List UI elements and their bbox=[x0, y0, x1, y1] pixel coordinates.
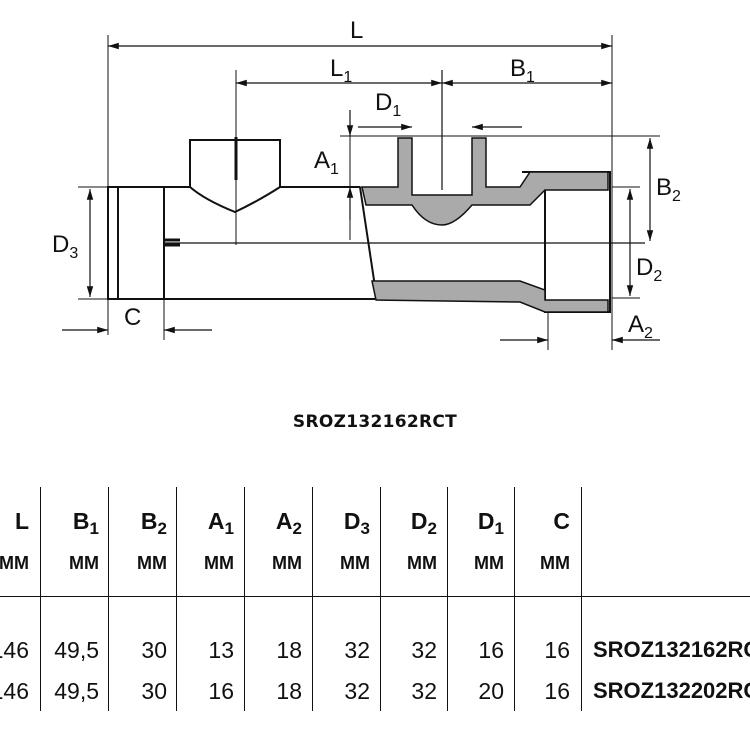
column-divider bbox=[108, 487, 109, 711]
table-cell: 146 bbox=[0, 678, 29, 704]
column-header: A1 bbox=[207, 508, 234, 538]
table-cell: 32 bbox=[344, 678, 370, 704]
product-code: SROZ132162RCT bbox=[593, 637, 750, 662]
column-divider bbox=[581, 487, 582, 711]
table-cell: 30 bbox=[141, 637, 167, 663]
svg-text:D1: D1 bbox=[375, 89, 401, 120]
table-cell: 18 bbox=[276, 637, 302, 663]
column-unit: MM bbox=[340, 553, 370, 573]
product-code: SROZ132202RCT bbox=[593, 678, 750, 703]
column-unit: MM bbox=[204, 553, 234, 573]
label-A1: A bbox=[314, 147, 330, 174]
column-divider bbox=[380, 487, 381, 711]
svg-text:D2: D2 bbox=[636, 254, 662, 285]
svg-text:L1: L1 bbox=[330, 55, 352, 86]
column-header: C bbox=[553, 508, 570, 534]
column-unit: MM bbox=[272, 553, 302, 573]
column-header: D3 bbox=[343, 508, 370, 538]
drawing-caption: SROZ132162RCT bbox=[292, 412, 458, 432]
label-L1: L bbox=[330, 55, 343, 82]
table-cell: 146 bbox=[0, 637, 29, 663]
column-header: B2 bbox=[140, 508, 167, 538]
label-D2: D bbox=[636, 254, 653, 281]
column-divider bbox=[244, 487, 245, 711]
column-divider bbox=[176, 487, 177, 711]
svg-text:B2: B2 bbox=[656, 174, 681, 205]
column-header: D1 bbox=[477, 508, 504, 538]
table-cell: 30 bbox=[141, 678, 167, 704]
table-cell: 32 bbox=[411, 637, 437, 663]
label-D3: D bbox=[52, 231, 69, 258]
column-divider bbox=[447, 487, 448, 711]
svg-text:A1: A1 bbox=[314, 147, 339, 178]
table-cell: 49,5 bbox=[54, 678, 99, 704]
column-divider bbox=[312, 487, 313, 711]
column-header: B1 bbox=[72, 508, 99, 538]
table-cell: 32 bbox=[411, 678, 437, 704]
extension-lines bbox=[78, 35, 660, 350]
svg-text:D3: D3 bbox=[52, 231, 78, 262]
table-cell: 16 bbox=[544, 678, 570, 704]
table-cell: 18 bbox=[276, 678, 302, 704]
label-D1: D bbox=[375, 89, 392, 116]
dimension-lines bbox=[62, 42, 660, 344]
column-divider bbox=[514, 487, 515, 711]
column-header: L bbox=[14, 508, 29, 534]
column-unit: MM bbox=[137, 553, 167, 573]
label-L: L bbox=[350, 17, 363, 44]
technical-drawing: L L1 B1 D1 A1 B2 D3 D2 C A2 bbox=[52, 17, 681, 350]
column-unit: MM bbox=[540, 553, 570, 573]
column-unit: MM bbox=[0, 553, 29, 573]
column-unit: MM bbox=[69, 553, 99, 573]
dimension-labels: L L1 B1 D1 A1 B2 D3 D2 C A2 bbox=[52, 17, 681, 342]
label-C: C bbox=[124, 304, 141, 331]
column-unit: MM bbox=[407, 553, 437, 573]
label-B2: B bbox=[656, 174, 672, 201]
column-unit: MM bbox=[474, 553, 504, 573]
column-divider bbox=[40, 487, 41, 711]
svg-text:A2: A2 bbox=[628, 311, 653, 342]
header-divider bbox=[0, 596, 750, 597]
label-A2: A bbox=[628, 311, 644, 338]
table-cell: 13 bbox=[208, 637, 234, 663]
column-header: A2 bbox=[275, 508, 302, 538]
column-header: D2 bbox=[410, 508, 437, 538]
table-cell: 16 bbox=[544, 637, 570, 663]
left-socket bbox=[107, 186, 165, 300]
center-lines bbox=[163, 70, 645, 247]
table-cell: 20 bbox=[478, 678, 504, 704]
table-cell: 32 bbox=[344, 637, 370, 663]
section-hatch bbox=[361, 137, 609, 313]
table-cell: 16 bbox=[208, 678, 234, 704]
table-cell: 49,5 bbox=[54, 637, 99, 663]
table-cell: 16 bbox=[478, 637, 504, 663]
label-B1: B bbox=[510, 55, 526, 82]
svg-text:B1: B1 bbox=[510, 55, 535, 86]
